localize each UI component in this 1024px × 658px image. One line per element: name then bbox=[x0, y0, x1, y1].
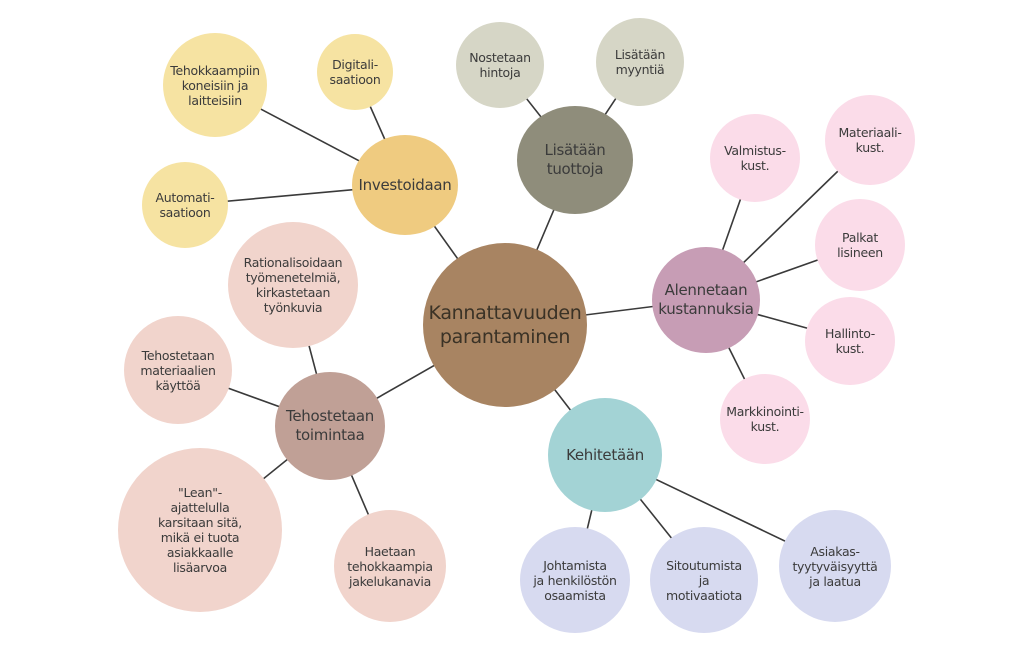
leaf-palkat-label: Palkat lisineen bbox=[837, 230, 883, 260]
branch-kehitetaan: Kehitetään bbox=[548, 398, 662, 512]
leaf-valmistus: Valmistus- kust. bbox=[710, 114, 800, 202]
leaf-markkinointi: Markkinointi- kust. bbox=[720, 374, 810, 464]
branch-kehitetaan-label: Kehitetään bbox=[566, 445, 644, 464]
branch-investoidaan-label: Investoidaan bbox=[358, 175, 452, 194]
leaf-digitalisaatio: Digitali- saatioon bbox=[317, 34, 393, 110]
leaf-digitalisaatio-label: Digitali- saatioon bbox=[329, 57, 381, 87]
leaf-johtaminen-label: Johtamista ja henkilöstön osaamista bbox=[533, 557, 617, 603]
center-node: Kannattavuuden parantaminen bbox=[423, 243, 587, 407]
branch-alennetaan: Alennetaan kustannuksia bbox=[652, 247, 760, 353]
leaf-hallinto-label: Hallinto- kust. bbox=[825, 326, 875, 356]
branch-lisataan: Lisätään tuottoja bbox=[517, 106, 633, 214]
leaf-lean-label: "Lean"- ajattelulla karsitaan sitä, mikä… bbox=[158, 485, 242, 575]
leaf-jakelu-label: Haetaan tehokkaampia jakelukanavia bbox=[347, 543, 433, 589]
leaf-hinnat-label: Nostetaan hintoja bbox=[469, 50, 531, 80]
leaf-markkinointi-label: Markkinointi- kust. bbox=[726, 404, 804, 434]
leaf-asiakas-label: Asiakas- tyytyväisyyttä ja laatua bbox=[792, 543, 878, 589]
branch-lisataan-label: Lisätään tuottoja bbox=[544, 141, 606, 178]
leaf-myynti-label: Lisätään myyntiä bbox=[614, 47, 666, 77]
leaf-palkat: Palkat lisineen bbox=[815, 199, 905, 291]
branch-tehostetaan: Tehostetaan toimintaa bbox=[275, 372, 385, 480]
leaf-asiakas: Asiakas- tyytyväisyyttä ja laatua bbox=[779, 510, 891, 622]
branch-tehostetaan-label: Tehostetaan toimintaa bbox=[286, 407, 374, 444]
leaf-sitoutuminen-label: Sitoutumista ja motivaatiota bbox=[666, 557, 742, 603]
leaf-automatisaatio: Automati- saatioon bbox=[142, 162, 228, 248]
leaf-rationalisointi-label: Rationalisoidaan työmenetelmiä, kirkaste… bbox=[243, 255, 343, 315]
leaf-materiaalit-label: Tehostetaan materiaalien käyttöä bbox=[140, 347, 216, 393]
leaf-rationalisointi: Rationalisoidaan työmenetelmiä, kirkaste… bbox=[228, 222, 358, 348]
leaf-koneet: Tehokkaampiin koneisiin ja laitteisiin bbox=[163, 33, 267, 137]
leaf-materiaali: Materiaali- kust. bbox=[825, 95, 915, 185]
branch-investoidaan: Investoidaan bbox=[352, 135, 458, 235]
leaf-myynti: Lisätään myyntiä bbox=[596, 18, 684, 106]
leaf-johtaminen: Johtamista ja henkilöstön osaamista bbox=[520, 527, 630, 633]
leaf-hinnat: Nostetaan hintoja bbox=[456, 22, 544, 108]
branch-alennetaan-label: Alennetaan kustannuksia bbox=[658, 281, 754, 318]
leaf-valmistus-label: Valmistus- kust. bbox=[724, 143, 786, 173]
leaf-hallinto: Hallinto- kust. bbox=[805, 297, 895, 385]
center-label: Kannattavuuden parantaminen bbox=[428, 302, 582, 348]
leaf-materiaali-label: Materiaali- kust. bbox=[838, 125, 902, 155]
leaf-automatisaatio-label: Automati- saatioon bbox=[155, 190, 215, 220]
leaf-lean: "Lean"- ajattelulla karsitaan sitä, mikä… bbox=[118, 448, 282, 612]
leaf-sitoutuminen: Sitoutumista ja motivaatiota bbox=[650, 527, 758, 633]
leaf-jakelu: Haetaan tehokkaampia jakelukanavia bbox=[334, 510, 446, 622]
leaf-materiaalit: Tehostetaan materiaalien käyttöä bbox=[124, 316, 232, 424]
leaf-koneet-label: Tehokkaampiin koneisiin ja laitteisiin bbox=[170, 62, 260, 108]
